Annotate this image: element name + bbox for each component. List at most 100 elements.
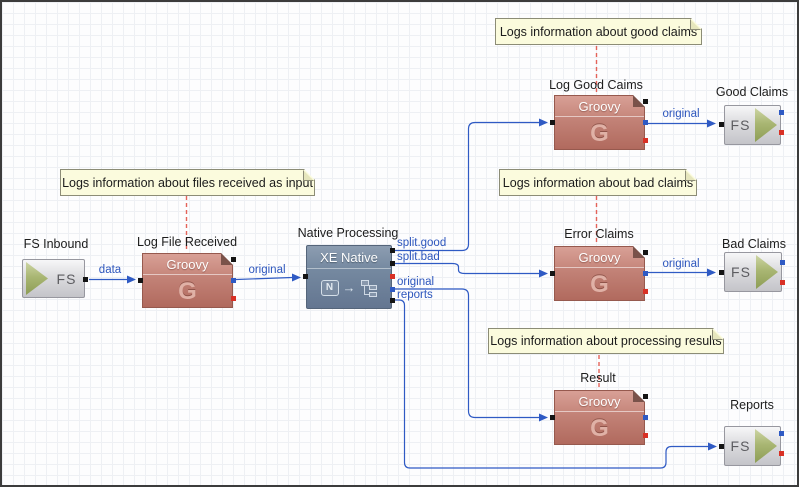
fs-type-label: FS (730, 438, 751, 454)
port-output[interactable] (643, 415, 648, 420)
port-input[interactable] (719, 122, 724, 127)
arrowhead-icon (127, 275, 136, 284)
fs-type-label: FS (730, 117, 751, 133)
note-fold-icon (303, 170, 314, 181)
port-input[interactable] (550, 415, 555, 420)
groovy-header: Groovy (555, 96, 644, 117)
port-output[interactable] (231, 278, 236, 283)
port-error[interactable] (780, 280, 785, 285)
port-error[interactable] (390, 274, 395, 279)
port-error[interactable] (643, 289, 648, 294)
port-input[interactable] (719, 270, 724, 275)
node-good-claims[interactable]: FS (724, 105, 781, 145)
fs-arrow-icon (756, 255, 778, 289)
port-split-bad[interactable] (390, 261, 395, 266)
port-reports[interactable] (390, 298, 395, 303)
edge-label-original: original (662, 108, 700, 120)
port-output[interactable] (779, 431, 784, 436)
port-output[interactable] (780, 260, 785, 265)
edge-label-original: original (662, 258, 700, 270)
port-input[interactable] (303, 274, 308, 279)
port-top[interactable] (643, 99, 648, 104)
node-title: Log Good Caims (549, 78, 643, 92)
groovy-g-icon: G (178, 278, 197, 305)
arrowhead-icon (707, 119, 716, 128)
note-fold-icon (685, 170, 696, 181)
node-fs-inbound[interactable]: FS (22, 259, 85, 298)
n-box-icon: N (320, 280, 339, 296)
port-error[interactable] (779, 451, 784, 456)
groovy-shape: Groovy G (554, 390, 645, 445)
edge-label-split-good: split.good (397, 237, 447, 249)
port-top[interactable] (643, 394, 648, 399)
node-title: Result (580, 371, 616, 385)
groovy-header: Groovy (143, 254, 232, 275)
port-top[interactable] (231, 257, 236, 262)
node-log-good-claims[interactable]: Groovy G (554, 95, 645, 150)
groovy-g-icon: G (590, 415, 609, 442)
port-input[interactable] (138, 278, 143, 283)
fs-arrow-icon (26, 262, 48, 295)
node-result[interactable]: Groovy G (554, 390, 645, 445)
groovy-shape: Groovy G (554, 95, 645, 150)
port-output[interactable] (643, 271, 648, 276)
port-error[interactable] (231, 296, 236, 301)
node-title: Bad Claims (722, 237, 786, 251)
node-title: Log File Received (136, 235, 238, 249)
port-output[interactable] (643, 120, 648, 125)
port-split-good[interactable] (390, 248, 395, 253)
native-header: XE Native (307, 246, 391, 269)
note-text: Logs information about good claims (499, 24, 698, 39)
edge-split-bad[interactable] (392, 262, 539, 275)
node-error-claims[interactable]: Groovy G (554, 246, 645, 301)
arrow-right-icon: → (342, 280, 356, 295)
node-title: Error Claims (564, 227, 634, 241)
groovy-header: Groovy (555, 247, 644, 268)
note-files-input[interactable]: Logs information about files received as… (60, 169, 315, 196)
port-output[interactable] (779, 110, 784, 115)
fs-type-label: FS (731, 264, 751, 280)
arrowhead-icon (708, 442, 717, 451)
tree-icon (360, 279, 378, 297)
note-text: Logs information about files received as… (62, 175, 313, 190)
port-original[interactable] (390, 287, 395, 292)
port-input[interactable] (719, 444, 724, 449)
note-bad-claims[interactable]: Logs information about bad claims (499, 169, 697, 196)
edge-label-split-bad: split.bad (397, 251, 440, 263)
note-text: Logs information about bad claims (502, 175, 694, 190)
port-top[interactable] (643, 250, 648, 255)
arrowhead-icon (539, 413, 548, 422)
edge-label-reports: reports (397, 289, 433, 301)
port-input[interactable] (550, 271, 555, 276)
note-fold-icon (690, 19, 701, 30)
port-output[interactable] (83, 277, 88, 282)
node-reports[interactable]: FS (724, 426, 781, 466)
groovy-shape: Groovy G (554, 246, 645, 301)
node-title: Native Processing (297, 226, 399, 240)
groovy-g-icon: G (590, 120, 609, 147)
node-title: Good Claims (715, 85, 789, 99)
port-input[interactable] (550, 120, 555, 125)
edge-label-original: original (248, 264, 286, 276)
note-processing-results[interactable]: Logs information about processing result… (488, 328, 724, 354)
edge-label-original: original (397, 276, 435, 288)
fs-arrow-icon (755, 429, 777, 463)
note-fold-icon (712, 329, 723, 340)
node-bad-claims[interactable]: FS (724, 252, 782, 292)
edge-logfile-original[interactable] (235, 276, 293, 281)
port-error[interactable] (643, 138, 648, 143)
native-icon: N → (307, 272, 391, 304)
note-text: Logs information about processing result… (490, 334, 722, 348)
fs-arrow-icon (755, 108, 777, 142)
arrowhead-icon (539, 118, 548, 127)
note-good-claims[interactable]: Logs information about good claims (495, 18, 702, 45)
groovy-header: Groovy (555, 391, 644, 412)
edge-native-reports[interactable] (392, 299, 708, 469)
edge-label-data: data (98, 264, 122, 276)
port-error[interactable] (779, 130, 784, 135)
node-log-file-received[interactable]: Groovy G (142, 253, 233, 308)
node-native-processing[interactable]: XE Native N → (306, 245, 392, 309)
port-error[interactable] (643, 433, 648, 438)
fs-type-label: FS (56, 270, 77, 287)
